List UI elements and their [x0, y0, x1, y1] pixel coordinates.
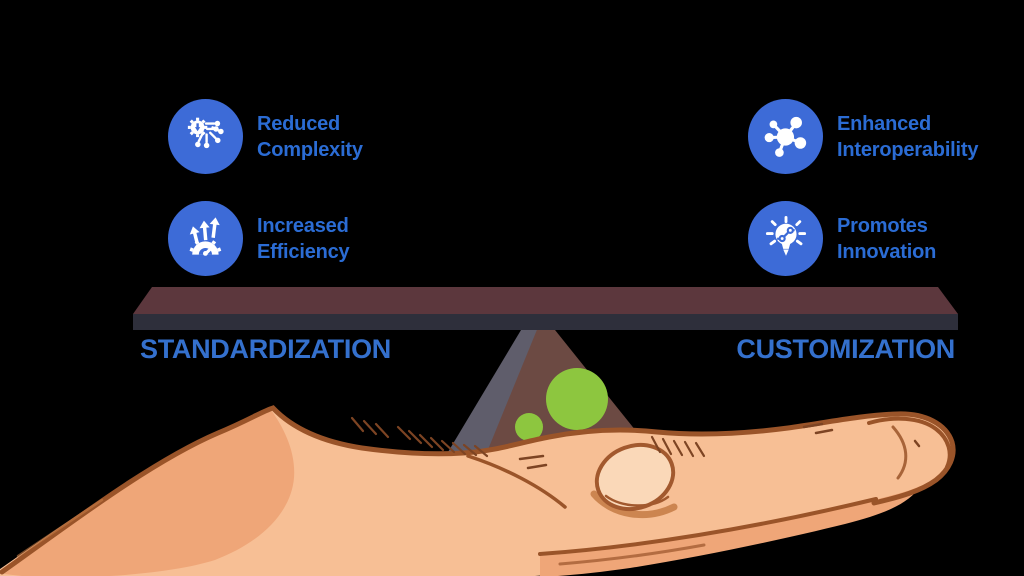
beam-top-face	[133, 287, 958, 314]
balance-beam	[133, 287, 958, 330]
enhanced-interoperability-icon	[748, 99, 823, 174]
feature-reduced-complexity: Reduced Complexity	[168, 99, 363, 174]
fingertip-dot	[913, 439, 921, 448]
palm-shadow	[4, 410, 295, 576]
customization-heading: CUSTOMIZATION	[736, 334, 955, 364]
feature-label: Increased Efficiency	[257, 214, 350, 263]
second-fingertip-line	[867, 416, 952, 469]
green-dot-large	[546, 368, 608, 430]
fingertip-inner-line	[891, 425, 908, 480]
feature-label: Enhanced Interoperability	[837, 112, 979, 161]
hatching-left	[350, 416, 489, 458]
feature-label: Promotes Innovation	[837, 214, 937, 263]
hand-outline	[0, 405, 956, 575]
fulcrum-triangle	[448, 310, 648, 452]
reduced-complexity-icon	[168, 99, 243, 174]
palm-crease-small	[558, 543, 706, 566]
feature-increased-efficiency: Increased Efficiency	[168, 201, 350, 276]
wrist-inner-line	[16, 498, 104, 558]
nail-base-line	[604, 494, 670, 507]
hand-illustration	[0, 405, 956, 576]
feature-promotes-innovation: Promotes Innovation	[748, 201, 936, 276]
palm-crease	[538, 497, 878, 556]
finger-underside-shadow	[540, 486, 920, 576]
mound-dashes	[518, 422, 834, 470]
green-dot-small	[515, 413, 543, 441]
feature-enhanced-interoperability: Enhanced Interoperability	[748, 99, 978, 174]
standardization-heading: STANDARDIZATION	[140, 334, 391, 364]
beam-front-edge	[133, 314, 958, 330]
hatching-right	[650, 435, 706, 458]
thumb-web-line	[466, 454, 567, 509]
promotes-innovation-icon	[748, 201, 823, 276]
feature-label: Reduced Complexity	[257, 112, 363, 161]
increased-efficiency-icon	[168, 201, 243, 276]
nail-shadow-crescent	[590, 490, 678, 519]
